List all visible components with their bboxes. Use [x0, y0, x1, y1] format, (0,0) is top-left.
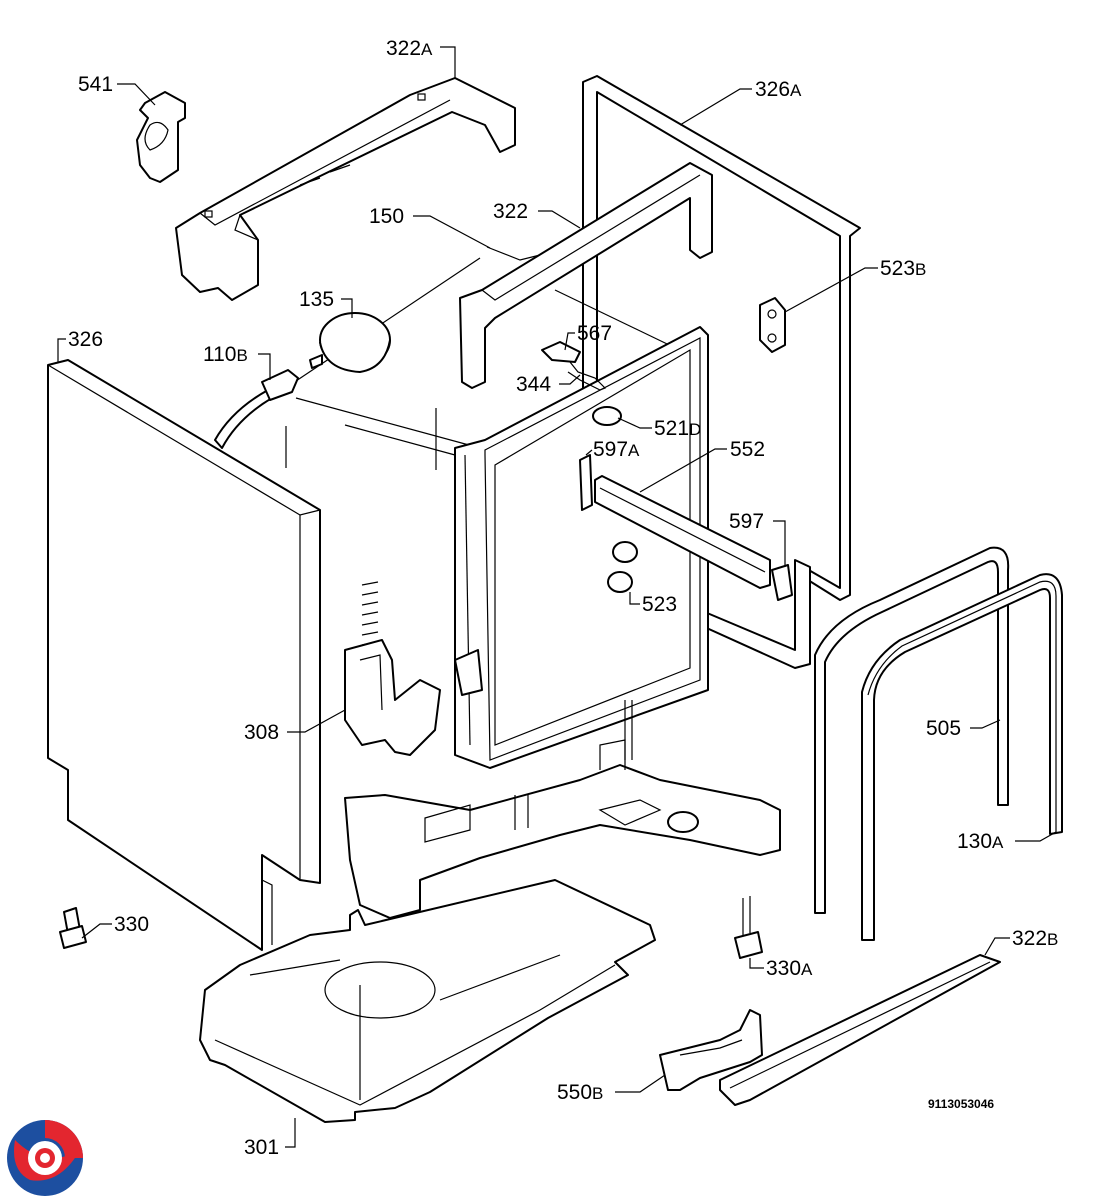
svg-text:567: 567 — [577, 322, 612, 345]
callout-552: 552 — [639, 438, 765, 493]
callout-130a: 130A — [957, 830, 1057, 853]
svg-text:322: 322 — [493, 200, 528, 223]
svg-text:135: 135 — [299, 288, 334, 311]
svg-text:326A: 326A — [755, 78, 802, 101]
svg-text:150: 150 — [369, 205, 404, 228]
part-505-seal — [814, 546, 1010, 914]
part-541-clip — [136, 91, 186, 183]
part-567-344-clip — [541, 341, 607, 391]
callout-523b: 523B — [784, 257, 926, 313]
part-552-guide-rail — [594, 475, 771, 589]
svg-text:322B: 322B — [1012, 927, 1058, 950]
svg-text:550B: 550B — [557, 1081, 603, 1104]
svg-text:523: 523 — [642, 593, 677, 616]
callouts: 541 322A 326A 150 322 523B 135 567 — [57, 37, 1058, 1159]
part-597a-clip — [579, 454, 593, 511]
callout-330: 330 — [81, 913, 149, 939]
callout-135: 135 — [299, 288, 353, 318]
callout-597: 597 — [729, 510, 786, 567]
svg-text:301: 301 — [244, 1136, 279, 1159]
svg-text:597A: 597A — [593, 438, 640, 461]
callout-521d: 521D — [617, 417, 701, 440]
svg-text:308: 308 — [244, 721, 279, 744]
part-330a-foot — [734, 896, 763, 959]
svg-text:552: 552 — [730, 438, 765, 461]
svg-text:322A: 322A — [386, 37, 433, 60]
part-301-base-tray — [199, 879, 656, 1123]
svg-text:110B: 110B — [203, 343, 248, 366]
callout-322b: 322B — [984, 927, 1058, 956]
callout-150: 150 — [369, 205, 491, 249]
callout-330a: 330A — [749, 957, 813, 980]
part-597-end-cap — [771, 564, 793, 601]
part-322-top-rail — [459, 162, 713, 389]
part-door-frame — [454, 326, 709, 769]
callout-308: 308 — [244, 709, 346, 744]
logo-icon — [7, 1120, 83, 1196]
svg-text:330A: 330A — [766, 957, 813, 980]
callout-505: 505 — [926, 717, 1001, 740]
part-308-door-hinge — [344, 581, 441, 756]
part-135-dispenser — [309, 312, 391, 373]
svg-text:330: 330 — [114, 913, 149, 936]
svg-text:541: 541 — [78, 73, 113, 96]
parts-drawing — [47, 75, 1063, 1123]
callout-597a: 597A — [585, 438, 640, 461]
part-130a-seal — [861, 573, 1063, 941]
part-base-frame — [344, 700, 781, 919]
callout-550b: 550B — [557, 1074, 666, 1104]
part-330-foot — [59, 907, 87, 949]
callout-541: 541 — [78, 73, 156, 106]
callout-523: 523 — [629, 592, 677, 616]
svg-text:326: 326 — [68, 328, 103, 351]
callout-322: 322 — [493, 200, 581, 229]
part-523-bushings — [607, 541, 638, 593]
callout-301: 301 — [244, 1118, 296, 1159]
svg-text:344: 344 — [516, 373, 551, 396]
part-523b-bracket — [759, 297, 786, 353]
svg-text:505: 505 — [926, 717, 961, 740]
document-code: 9113053046 — [928, 1097, 994, 1111]
part-322b-rail — [719, 954, 1001, 1106]
part-521d-plug — [592, 406, 622, 426]
part-326-door-panel — [47, 359, 321, 951]
svg-text:523B: 523B — [880, 257, 926, 280]
callout-110b: 110B — [203, 343, 271, 380]
callout-344: 344 — [516, 373, 581, 396]
svg-text:521D: 521D — [654, 417, 701, 440]
part-110b-hose — [214, 369, 299, 468]
callout-567: 567 — [564, 322, 612, 351]
part-550b-bracket — [659, 1009, 763, 1091]
svg-text:130A: 130A — [957, 830, 1004, 853]
callout-326: 326 — [57, 328, 103, 362]
callout-326a: 326A — [679, 78, 802, 126]
part-322a-top-frame — [175, 77, 516, 301]
callout-322a: 322A — [386, 37, 456, 78]
svg-text:597: 597 — [729, 510, 764, 533]
